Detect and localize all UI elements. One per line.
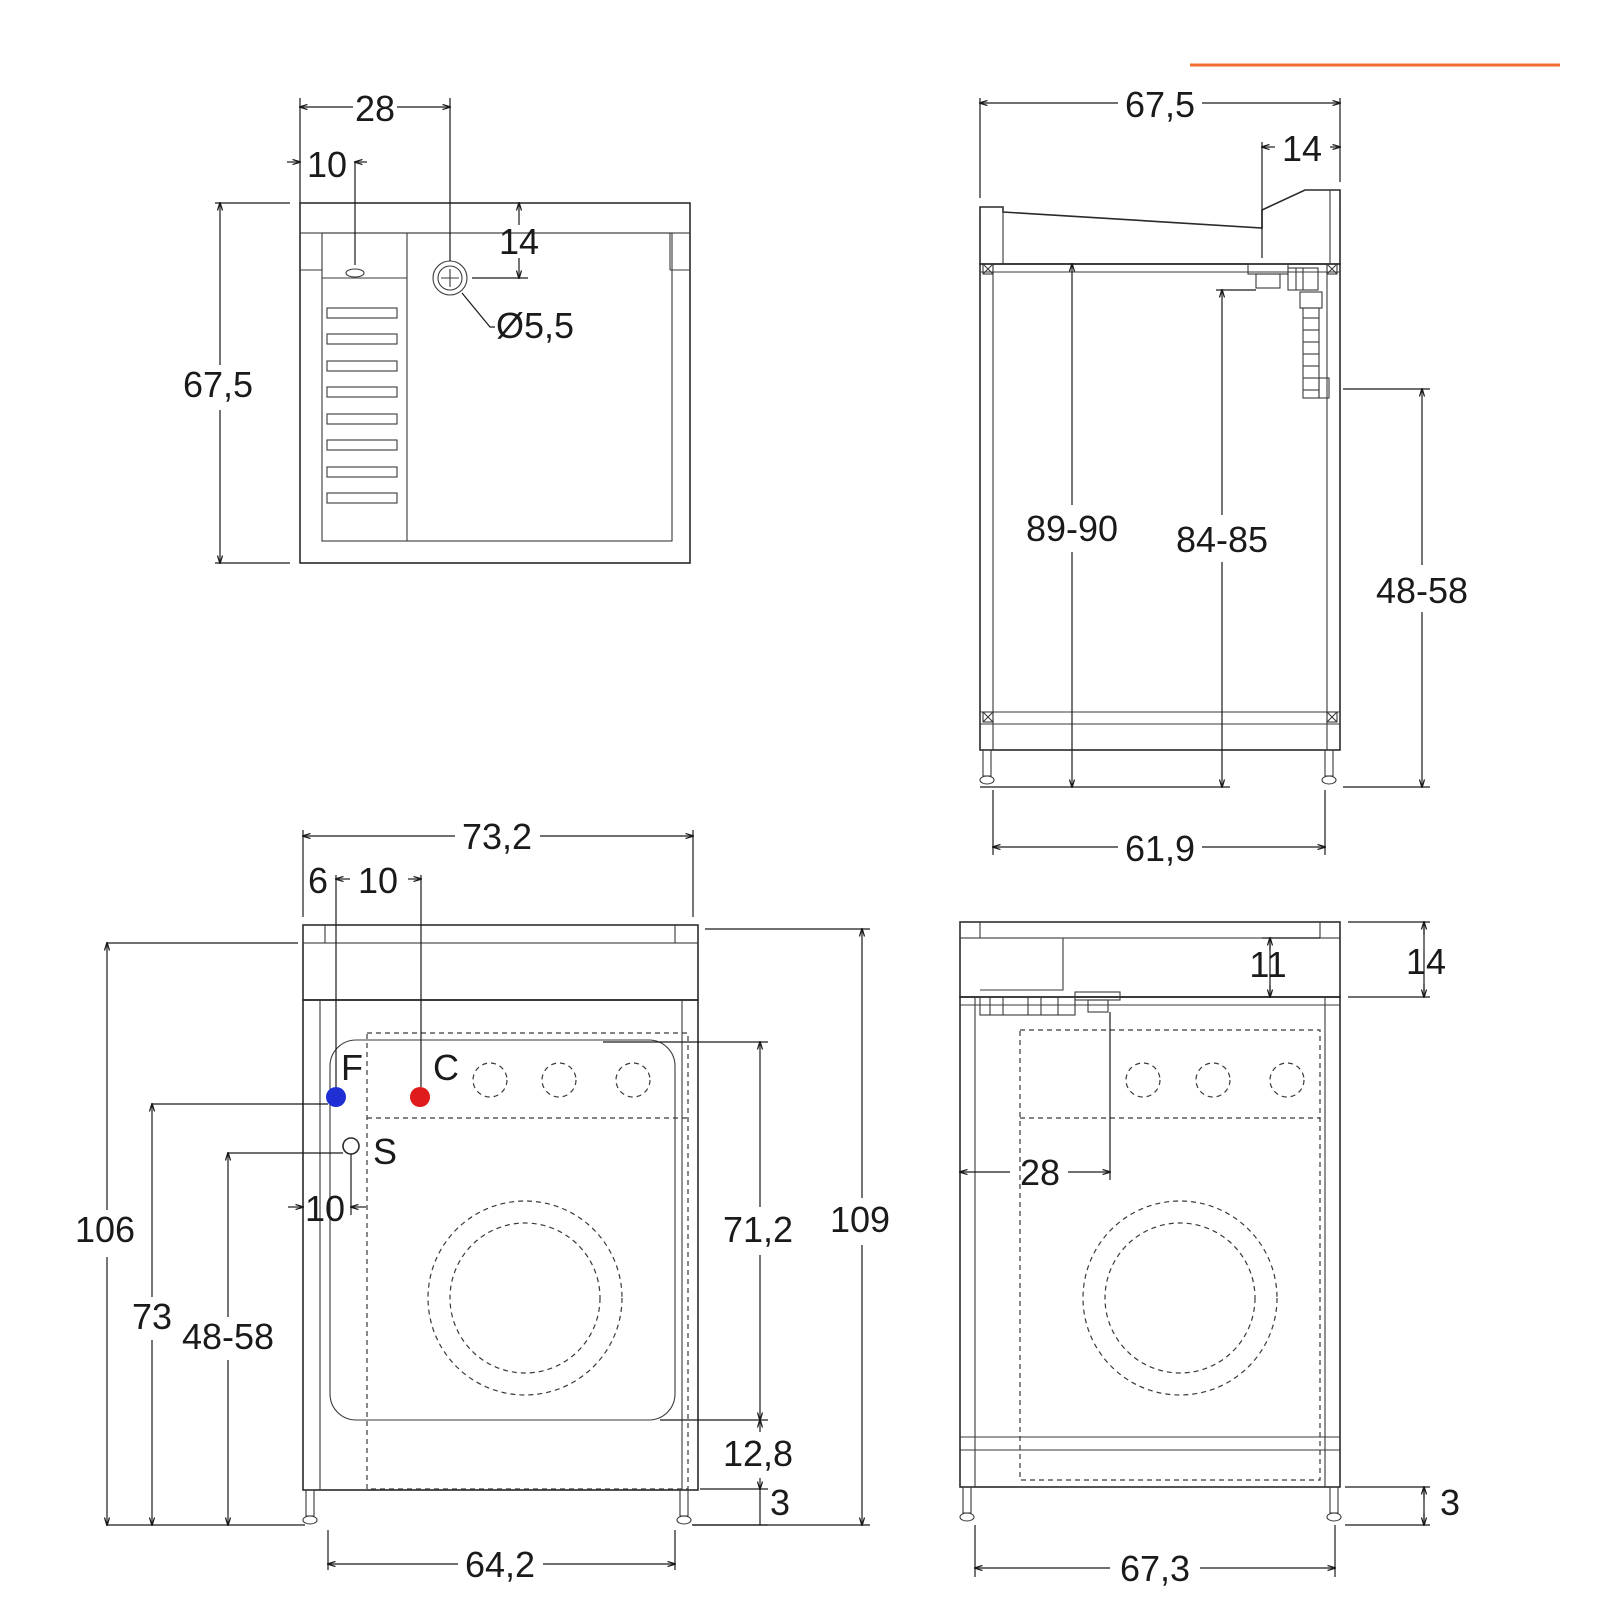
side-top-offset: 14 — [1282, 128, 1322, 169]
front-offset-drain: 10 — [305, 1188, 345, 1229]
drain-hole-icon — [432, 260, 468, 296]
slat-group — [326, 307, 398, 504]
rear-basin-depth: 11 — [1249, 944, 1286, 985]
side-base-width: 61,9 — [1125, 828, 1195, 869]
drain-pipe-icon — [979, 991, 1121, 1016]
cold-water-inlet-icon — [326, 1087, 346, 1107]
rear-width: 67,3 — [1120, 1548, 1190, 1589]
drain-outlet-icon — [342, 1137, 360, 1155]
side-height-sink: 89-90 — [1026, 508, 1118, 549]
front-height-drain: 48-58 — [182, 1316, 274, 1357]
front-machine-height: 71,2 — [723, 1209, 793, 1250]
front-foot: 3 — [770, 1482, 790, 1523]
rear-view: 14 11 28 3 67,3 — [960, 922, 1460, 1589]
siphon-icon — [1247, 263, 1330, 399]
front-hot-label: C — [433, 1047, 459, 1088]
front-total-height: 106 — [75, 1209, 135, 1250]
side-depth: 67,5 — [1125, 84, 1195, 125]
front-width: 73,2 — [462, 816, 532, 857]
top-drain-diameter: Ø5,5 — [496, 305, 574, 346]
rear-top-height: 14 — [1406, 941, 1446, 982]
hot-water-inlet-icon — [410, 1087, 430, 1107]
side-height-outlet: 48-58 — [1376, 570, 1468, 611]
front-gap-bottom: 12,8 — [723, 1433, 793, 1474]
front-offset-hot: 10 — [358, 860, 398, 901]
front-offset-left: 6 — [308, 860, 328, 901]
corner-bolt-icon — [982, 263, 1338, 723]
front-drain-label: S — [373, 1131, 397, 1172]
front-height-taps: 73 — [132, 1296, 172, 1337]
top-drain-offset: 14 — [499, 221, 539, 262]
side-height-drain: 84-85 — [1176, 519, 1268, 560]
front-inner-width: 64,2 — [465, 1544, 535, 1585]
top-view: 28 10 14 Ø5,5 67,5 — [183, 88, 691, 563]
rear-drain-offset: 28 — [1020, 1152, 1060, 1193]
side-view: 67,5 14 89-90 84-85 48-58 61,9 — [980, 84, 1468, 869]
front-view: 73,2 6 10 F C S 10 106 73 48-58 71,2 109… — [75, 816, 890, 1585]
foot-icon — [302, 1489, 692, 1525]
front-overall-height: 109 — [830, 1199, 890, 1240]
foot-icon — [979, 749, 1337, 785]
front-cold-label: F — [341, 1047, 363, 1088]
top-depth: 67,5 — [183, 364, 253, 405]
rear-foot: 3 — [1440, 1482, 1460, 1523]
top-width-to-drain: 28 — [355, 88, 395, 129]
top-left-offset: 10 — [307, 144, 347, 185]
foot-icon — [959, 1486, 1342, 1522]
